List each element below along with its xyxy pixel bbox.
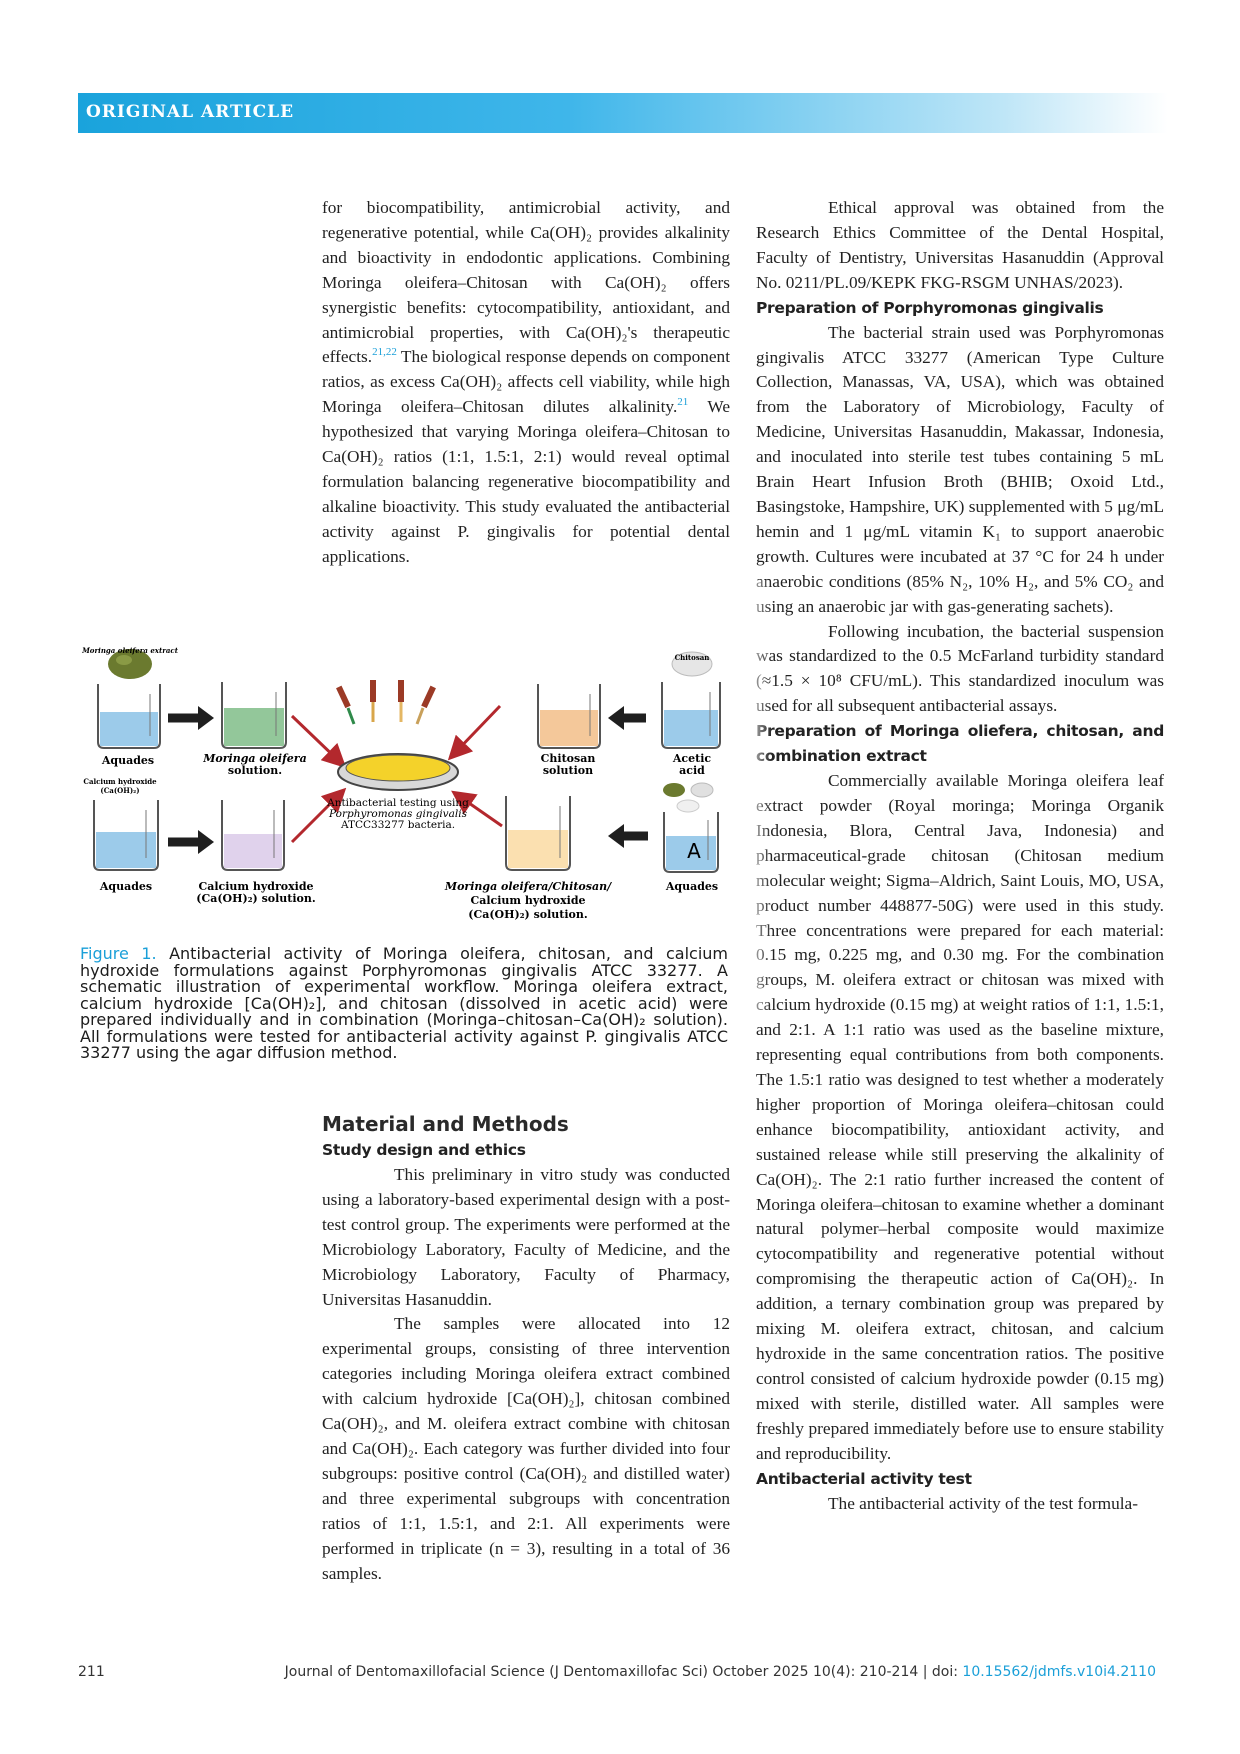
moringa-powder-icon xyxy=(108,649,152,679)
figure-1-workflow: Moringa oleifera extract Aquades Moringa… xyxy=(80,646,730,938)
intro-paragraph: for biocompatibility, antimicrobial acti… xyxy=(322,198,730,566)
citation-link[interactable]: 21 xyxy=(677,396,689,409)
paragraph: Following incubation, the bacterial susp… xyxy=(756,621,1164,716)
aquades-label: Aquades xyxy=(99,880,152,893)
moringa-extract-label: Moringa oleifera extract xyxy=(81,646,179,655)
beaker-aquades-icon xyxy=(97,684,161,749)
beaker-acetic-acid-icon xyxy=(661,682,721,749)
paragraph: This preliminary in vitro study was cond… xyxy=(322,1165,730,1309)
combination-label: Moringa oleifera/Chitosan/ xyxy=(444,880,612,893)
calcium-hydroxide-label: Calcium hydroxide xyxy=(83,777,157,786)
ingredients-icon xyxy=(663,782,714,813)
paragraph: The samples were allocated into 12 exper… xyxy=(322,1314,730,1583)
red-arrow xyxy=(290,714,347,769)
page-number: 211 xyxy=(78,1664,105,1680)
caoh-solution-label-2: (Ca(OH)₂) solution. xyxy=(196,892,315,905)
chitosan-powder-icon xyxy=(671,651,713,677)
journal-citation: Journal of Dentomaxillofacial Science (J… xyxy=(284,1664,1156,1680)
paragraph: The bacterial strain used was Porphyromo… xyxy=(756,322,1164,616)
subsection-heading: Antibacterial activity test xyxy=(756,1469,972,1488)
subsection-heading: Preparation of Moringa oliefera, chitosa… xyxy=(756,722,1164,766)
beaker-aquades-icon xyxy=(663,812,719,873)
process-arrow-head xyxy=(608,824,624,848)
acetic-acid-label: Acetic xyxy=(672,752,711,765)
pipette-icon xyxy=(336,680,436,725)
scan-edge-fade xyxy=(742,580,772,1020)
page-footer: 211 Journal of Dentomaxillofacial Scienc… xyxy=(78,1664,1168,1686)
caoh-solution-label: Calcium hydroxide xyxy=(198,880,313,893)
testing-label-2: Porphyromonas gingivalis xyxy=(328,808,468,820)
paragraph: Ethical approval was obtained from the R… xyxy=(756,198,1164,292)
calcium-hydroxide-label-2: (Ca(OH)₂) xyxy=(100,786,139,795)
methods-column-right: Ethical approval was obtained from the R… xyxy=(756,196,1164,1516)
combination-label-3: (Ca(OH)₂) solution. xyxy=(468,908,587,921)
figure-caption-text: Antibacterial activity of Moringa oleife… xyxy=(80,944,729,1062)
paragraph: The antibacterial activity of the test f… xyxy=(828,1493,1138,1513)
beaker-combination-solution-icon xyxy=(505,796,571,871)
red-arrow xyxy=(451,790,503,828)
red-arrow xyxy=(447,704,502,761)
combination-label-2: Calcium hydroxide xyxy=(470,894,585,907)
figure-caption: Figure 1. Antibacterial activity of Mori… xyxy=(80,944,729,1062)
process-arrow-head xyxy=(608,706,624,730)
intro-column: for biocompatibility, antimicrobial acti… xyxy=(322,196,730,570)
process-arrow-head xyxy=(198,706,214,730)
beaker-chitosan-solution-icon xyxy=(537,684,601,749)
aquades-label: Aquades xyxy=(665,880,718,893)
petri-dish-icon xyxy=(337,753,459,791)
aquades-label: Aquades xyxy=(101,754,154,767)
acetic-acid-label-2: acid xyxy=(679,764,705,777)
subsection-heading: Study design and ethics xyxy=(322,1141,526,1159)
panel-letter: A xyxy=(687,839,701,863)
process-arrow-head xyxy=(198,830,214,854)
doi-link[interactable]: 10.15562/jdmfs.v10i4.2110 xyxy=(962,1664,1156,1680)
figure-label: Figure 1. xyxy=(80,944,157,963)
section-heading: Material and Methods xyxy=(322,1112,569,1136)
chitosan-solution-label-2: solution xyxy=(543,764,593,777)
section-label: ORIGINAL ARTICLE xyxy=(86,102,295,122)
beaker-moringa-solution-icon xyxy=(221,682,287,749)
methods-column-left: Material and Methods Study design and et… xyxy=(322,1110,730,1586)
citation-link[interactable]: 21,22 xyxy=(372,346,397,359)
beaker-aquades-icon xyxy=(93,800,159,871)
moringa-solution-label-2: solution. xyxy=(228,764,282,777)
section-banner: ORIGINAL ARTICLE xyxy=(78,93,1168,133)
beaker-calcium-hydroxide-icon xyxy=(221,800,285,871)
paragraph: Commercially available Moringa oleifera … xyxy=(756,771,1164,1463)
chitosan-label: Chitosan xyxy=(675,653,710,662)
moringa-solution-label: Moringa oleifera xyxy=(202,752,306,765)
testing-label-1: Antibacterial testing using xyxy=(326,797,469,809)
testing-label-3: ATCC33277 bacteria. xyxy=(340,819,455,831)
subsection-heading: Preparation of Porphyromonas gingivalis xyxy=(756,298,1104,317)
red-arrow xyxy=(290,787,347,844)
chitosan-solution-label: Chitosan xyxy=(541,752,596,765)
